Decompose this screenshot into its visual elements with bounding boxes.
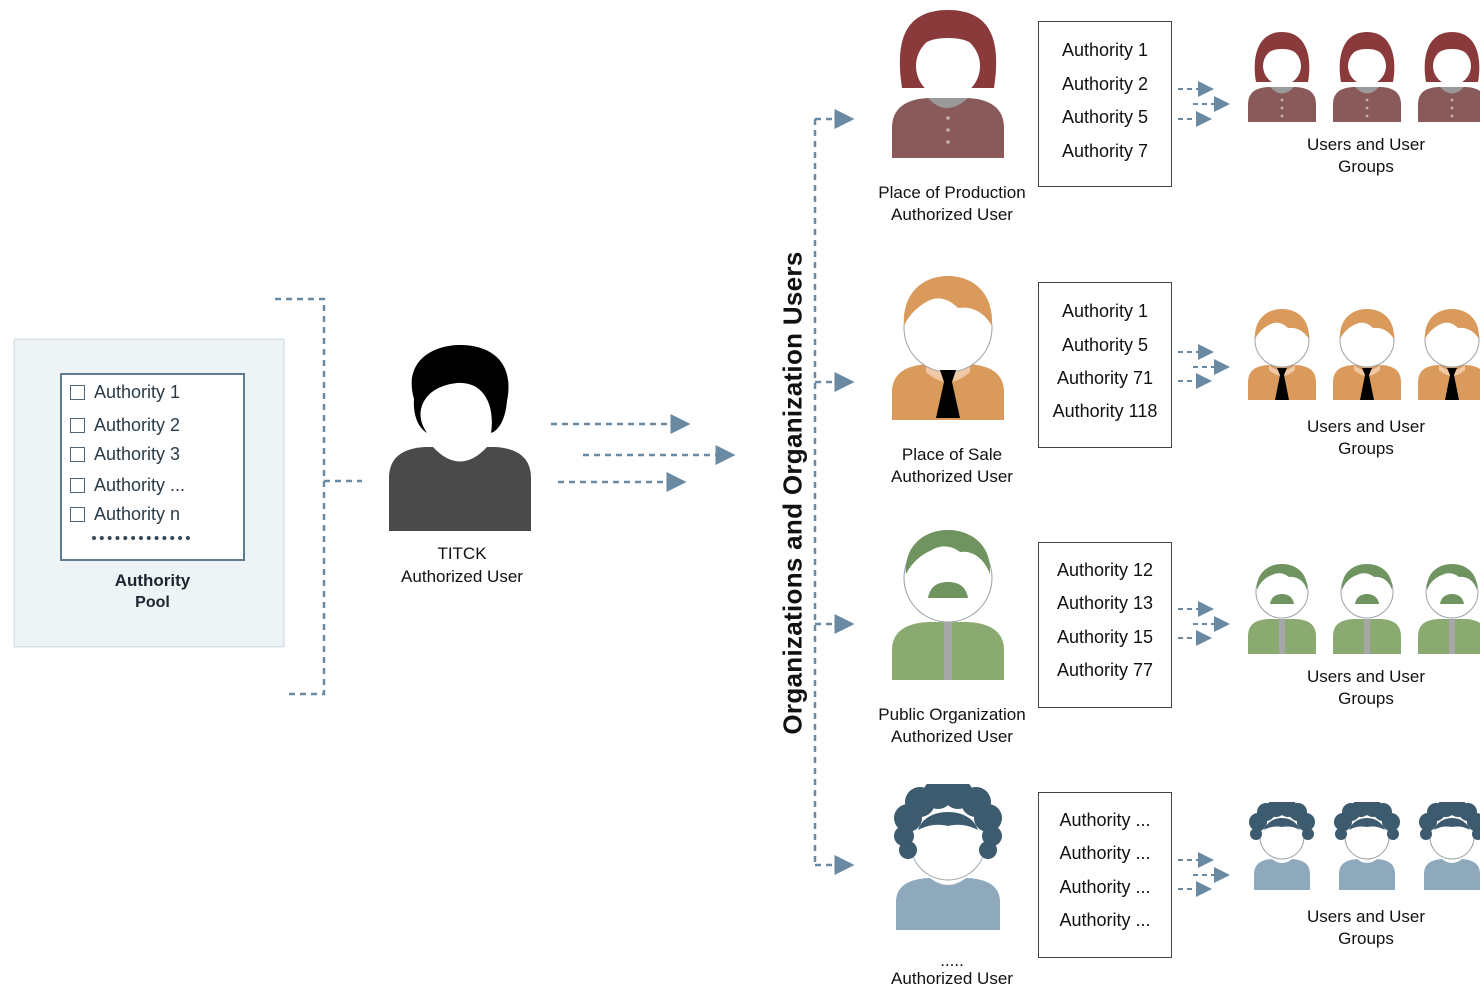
authority-item: Authority ... [1059,910,1151,930]
public-users-group-icon [1248,563,1480,655]
pool-title: Authority [114,571,191,590]
authority-item: Authority 15 [1056,627,1154,647]
authority-item: Authority 12 [1056,560,1154,580]
authority-item: Authority 13 [1056,593,1154,613]
authority-box: Authority 1 Authority 2 Authority 5 Auth… [1038,21,1172,187]
production-user-icon [892,10,1004,158]
authority-item: Authority 1 [1061,301,1149,321]
users-groups-label: Users and User [1306,907,1426,926]
pool-item[interactable]: Authority n [70,502,180,526]
authority-item: Authority ... [1059,877,1151,897]
vertical-title: Organizations and Organization Users [777,251,808,735]
checkbox-icon[interactable] [70,417,85,433]
authority-item: Authority 5 [1061,107,1149,127]
other-user-icon [894,784,1002,930]
authority-pool-list [60,373,245,561]
users-groups-sublabel: Groups [1338,157,1394,176]
titck-user-icon [389,345,531,531]
public-user-icon [892,530,1004,680]
sale-users-group-icon [1248,308,1480,401]
group-label: Place of Production [878,183,1026,202]
checkbox-icon[interactable] [70,506,85,522]
checkbox-icon[interactable] [70,384,85,400]
users-groups-label: Users and User [1306,417,1426,436]
checkbox-icon[interactable] [70,477,85,493]
group-sublabel: Authorized User [891,727,1013,746]
pool-item[interactable]: Authority 3 [70,442,180,466]
users-groups-label: Users and User [1306,667,1426,686]
authority-box: Authority 12 Authority 13 Authority 15 A… [1038,542,1172,708]
authority-item: Authority 1 [1061,40,1149,60]
authority-item: Authority 118 [1052,401,1158,421]
authority-item: Authority 5 [1061,335,1149,355]
users-groups-sublabel: Groups [1338,929,1394,948]
titck-sublabel: Authorized User [401,567,523,586]
titck-label: TITCK [437,544,487,563]
pool-item[interactable]: Authority 2 [70,413,180,437]
authority-item: Authority ... [1059,843,1151,863]
pool-item[interactable]: Authority 1 [70,380,180,404]
authority-item: Authority 7 [1061,141,1149,161]
group-label: ..... [940,951,964,970]
users-groups-sublabel: Groups [1338,439,1394,458]
group-label: Place of Sale [901,445,1003,464]
authority-item: Authority ... [1059,810,1151,830]
checkbox-icon[interactable] [70,446,85,462]
pool-more-dots [92,536,190,545]
pool-subtitle: Pool [135,594,170,611]
users-groups-label: Users and User [1306,135,1426,154]
group-sublabel: Authorized User [891,467,1013,486]
pool-item[interactable]: Authority ... [70,473,185,497]
authority-box: Authority ... Authority ... Authority ..… [1038,792,1172,958]
authority-item: Authority 77 [1056,660,1154,680]
authority-box: Authority 1 Authority 5 Authority 71 Aut… [1038,282,1172,448]
authority-item: Authority 2 [1061,74,1149,94]
group-sublabel: Authorized User [891,969,1013,988]
users-groups-sublabel: Groups [1338,689,1394,708]
authority-item: Authority 71 [1056,368,1154,388]
sale-user-icon [892,276,1004,420]
group-sublabel: Authorized User [891,205,1013,224]
other-users-group-icon [1249,802,1480,891]
group-label: Public Organization [878,705,1026,724]
production-users-group-icon [1248,32,1480,122]
